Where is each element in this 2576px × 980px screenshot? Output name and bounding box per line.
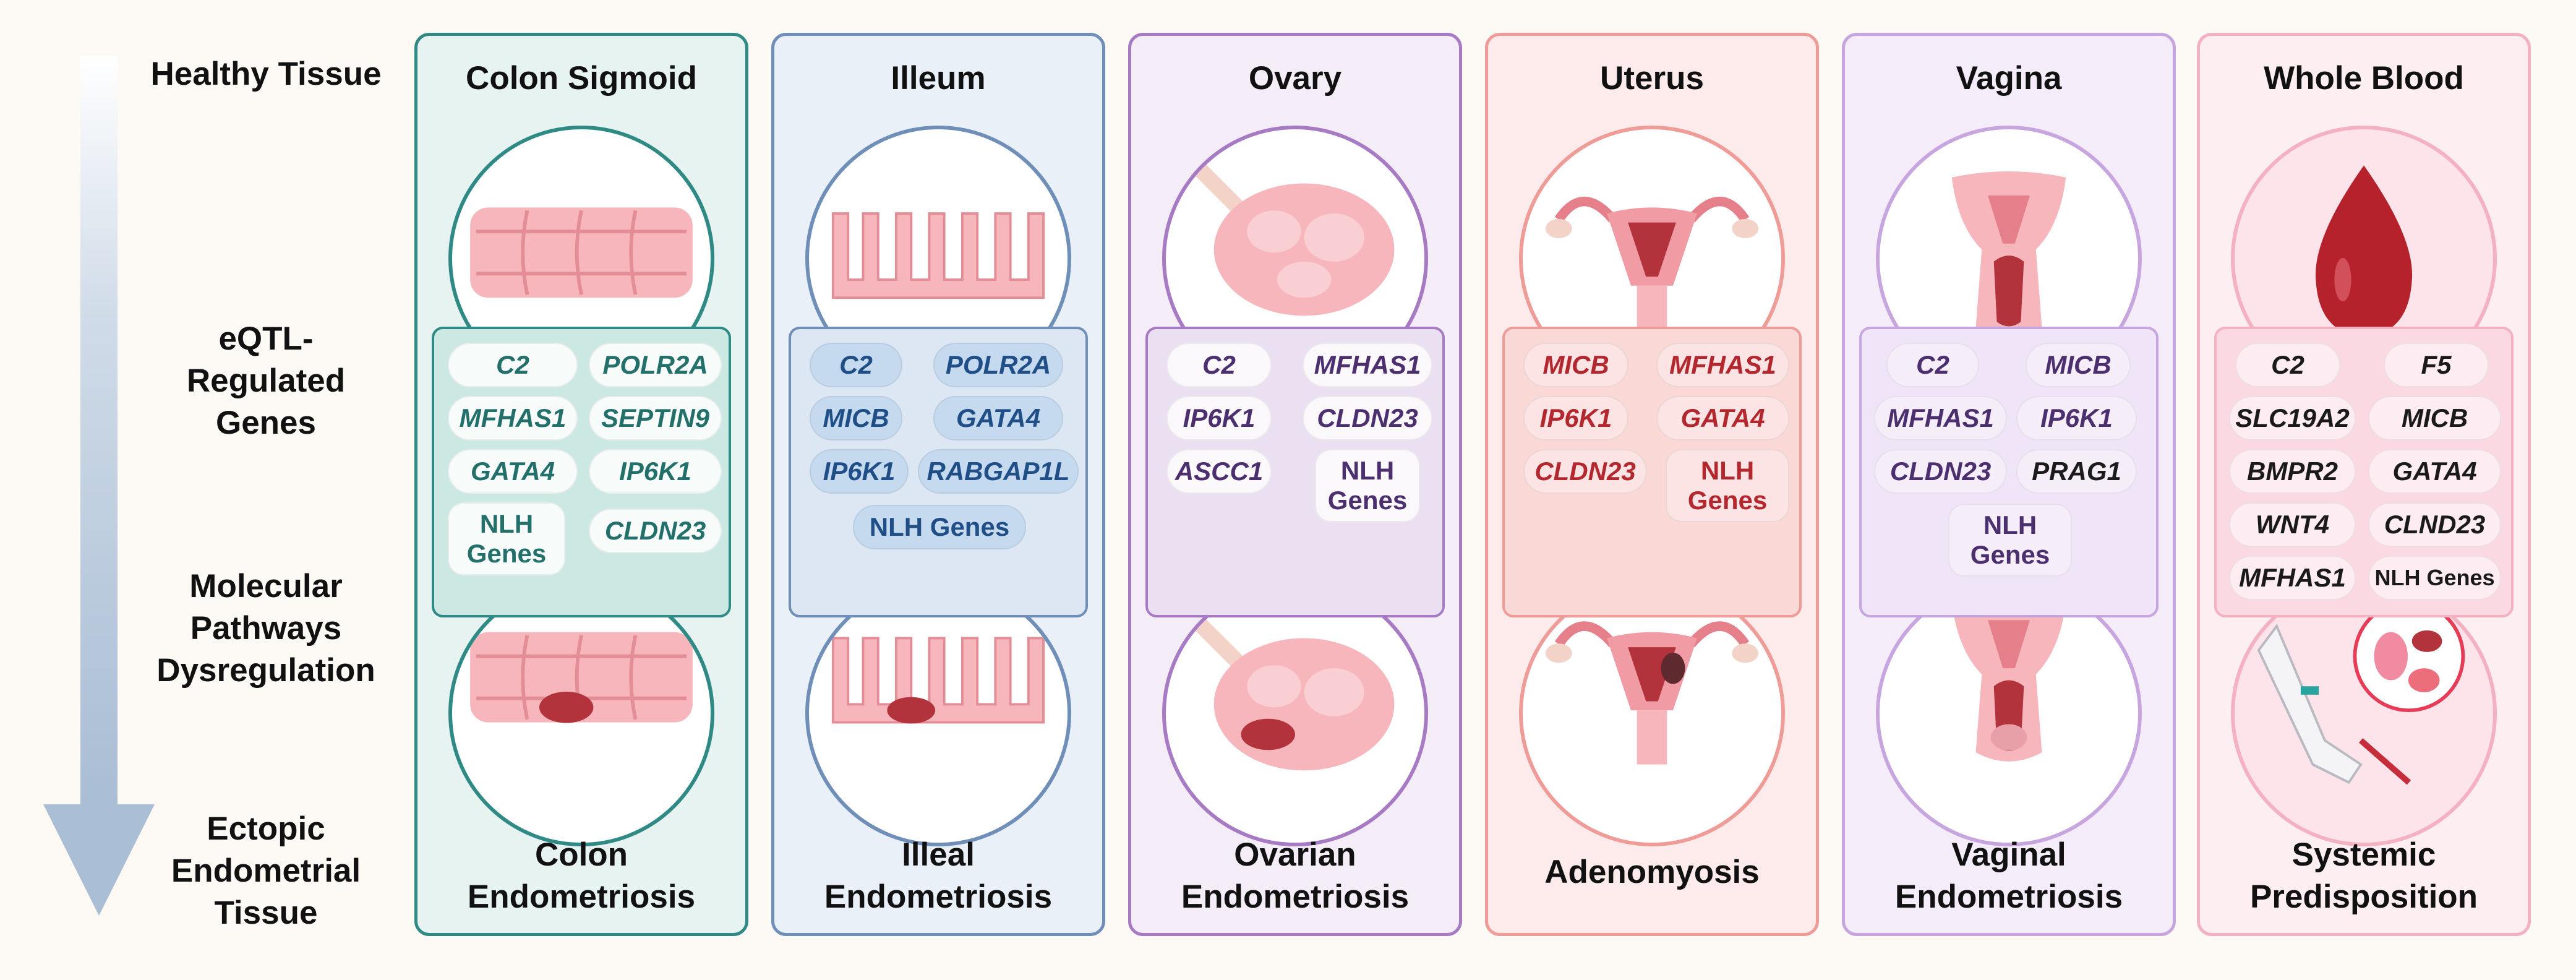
gene-chip: CLDN23 [1523, 449, 1647, 494]
gene-chip: BMPR2 [2229, 449, 2356, 494]
gene-chip: CLDN23 [589, 509, 722, 553]
gene-chip: C2 [448, 343, 578, 387]
gene-chip: MFHAS1 [1656, 343, 1789, 387]
gene-chip: ASCC1 [1166, 449, 1272, 494]
gene-chip: GATA4 [933, 396, 1063, 441]
gene-chip: IP6K1 [1523, 396, 1628, 441]
gene-chip: GATA4 [2368, 449, 2501, 494]
gene-list-whole-blood: C2 F5 SLC19A2 MICB BMPR2 GATA4 WNT4 CLND… [2214, 327, 2514, 617]
panel-ovary: Ovary C2 MFHAS1 IP6K1 CLDN23 ASCC1 NLH G… [1128, 33, 1462, 936]
gene-list-illeum: C2 POLR2A MICB GATA4 IP6K1 RABGAP1L NLH … [789, 327, 1088, 617]
gene-chip: NLH Genes [1948, 504, 2072, 577]
gene-chip: C2 [810, 343, 902, 387]
gene-chip: RABGAP1L [918, 449, 1079, 494]
gene-chip: MFHAS1 [448, 396, 578, 441]
gene-chip: MICB [810, 396, 902, 441]
gene-chip: POLR2A [933, 343, 1063, 387]
gene-chip: MFHAS1 [1874, 396, 2007, 441]
stage-label-eqtl: eQTL- Regulated Genes [186, 320, 346, 441]
gene-chip: NLH Genes [2368, 556, 2501, 600]
panel-outcome: Ovarian Endometriosis [1181, 836, 1410, 915]
gene-chip: NLH Genes [1666, 449, 1789, 522]
panel-title: Colon Sigmoid [466, 60, 697, 97]
gene-chip: MFHAS1 [2229, 556, 2356, 600]
gene-chip: IP6K1 [589, 449, 722, 494]
gene-chip: IP6K1 [2016, 396, 2137, 441]
illeum-lesion-illustration [805, 580, 1071, 846]
panel-uterus: Uterus MICB MFHAS1 IP6K1 [1485, 33, 1819, 936]
panel-outcome: Colon Endometriosis [467, 836, 696, 915]
gene-chip: C2 [1166, 343, 1272, 387]
colon-lesion-illustration [448, 580, 714, 846]
panel-title: Uterus [1600, 60, 1704, 97]
gene-chip: PRAG1 [2016, 449, 2137, 494]
gene-chip: CLDN23 [1874, 449, 2007, 494]
progression-arrow [43, 56, 155, 916]
gene-chip: C2 [1886, 343, 1979, 387]
panel-colon: Colon Sigmoid C2 POLR2A [414, 33, 748, 936]
gene-chip: NLH Genes [1315, 449, 1420, 522]
gene-chip: GATA4 [448, 449, 578, 494]
gene-chip: POLR2A [589, 343, 722, 387]
gene-list-uterus: MICB MFHAS1 IP6K1 GATA4 CLDN23 NLH Genes [1502, 327, 1802, 617]
gene-chip: NLH Genes [853, 505, 1026, 549]
gene-chip: CLND23 [2368, 502, 2501, 547]
panel-title: Whole Blood [2264, 60, 2464, 97]
gene-chip: NLH Genes [448, 502, 565, 575]
uterus-lesion-illustration [1519, 580, 1785, 846]
panel-title: Ovary [1248, 60, 1342, 97]
gene-chip: IP6K1 [1166, 396, 1272, 441]
panel-outcome: Adenomyosis [1544, 854, 1760, 890]
stage-label-molecular: Molecular Pathways Dysregulation [156, 568, 375, 689]
gene-chip: MFHAS1 [1303, 343, 1432, 387]
gene-list-vagina: C2 MICB MFHAS1 IP6K1 CLDN23 PRAG1 NLH Ge… [1859, 327, 2159, 617]
vagina-lesion-illustration [1876, 580, 2142, 846]
stage-label-healthy: Healthy Tissue [150, 56, 382, 92]
gene-chip: IP6K1 [810, 449, 909, 494]
gene-chip: GATA4 [1656, 396, 1789, 441]
blood-test-illustration [2231, 580, 2497, 846]
gene-chip: C2 [2235, 343, 2340, 387]
gene-chip: MICB [2026, 343, 2131, 387]
gene-list-colon: C2 POLR2A MFHAS1 SEPTIN9 GATA4 IP6K1 NLH… [432, 327, 731, 617]
panel-outcome: Illeal Endometriosis [824, 836, 1053, 915]
panel-vagina: Vagina C2 MICB MFHAS1 IP6K1 CLDN23 PRAG1… [1842, 33, 2176, 936]
gene-chip: F5 [2384, 343, 2489, 387]
gene-list-ovary: C2 MFHAS1 IP6K1 CLDN23 ASCC1 NLH Genes [1145, 327, 1445, 617]
panel-illeum: Illeum C2 POLR2A MICB GATA4 IP6K1 RABGAP… [771, 33, 1105, 936]
panel-whole-blood: Whole Blood C2 F5 SLC19A2 MICB BMPR2 [2197, 33, 2531, 936]
panel-outcome: Systemic Predisposition [2249, 836, 2478, 915]
gene-chip: SLC19A2 [2229, 396, 2356, 441]
panel-outcome: Vaginal Endometriosis [1894, 836, 2123, 915]
gene-chip: MICB [1523, 343, 1628, 387]
gene-chip: CLDN23 [1303, 396, 1432, 441]
panel-title: Vagina [1956, 60, 2062, 97]
gene-chip: SEPTIN9 [589, 396, 722, 441]
stage-label-ectopic: Ectopic Endometrial Tissue [171, 810, 361, 931]
panel-title: Illeum [891, 60, 986, 97]
gene-chip: MICB [2368, 396, 2501, 441]
ovary-lesion-illustration [1162, 580, 1428, 846]
gene-chip: WNT4 [2229, 502, 2356, 547]
